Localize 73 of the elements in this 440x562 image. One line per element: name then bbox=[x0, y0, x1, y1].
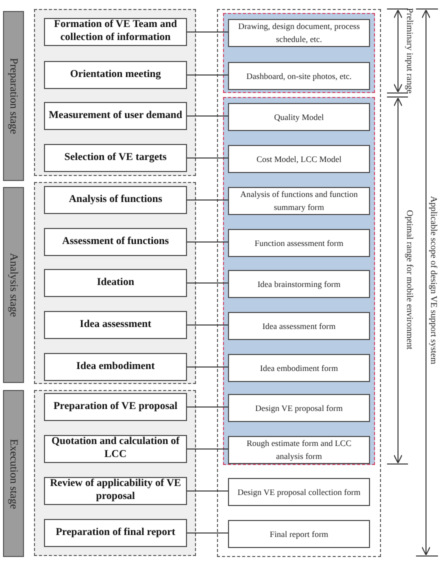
step-text: Review of applicability of VE proposal bbox=[48, 478, 182, 504]
step-text: Ideation bbox=[96, 276, 134, 290]
connector-line bbox=[186, 366, 228, 368]
connector-line bbox=[186, 324, 228, 326]
step-text: Dashboard, on-site photos, etc. bbox=[246, 70, 352, 82]
scope-panel bbox=[217, 9, 381, 557]
form-box bbox=[228, 229, 370, 257]
stage-group-panel bbox=[34, 182, 196, 384]
process-box bbox=[44, 519, 187, 547]
form-box bbox=[228, 394, 370, 422]
connector-line bbox=[186, 406, 228, 408]
input-range-panel bbox=[223, 13, 375, 93]
connector-line bbox=[186, 490, 228, 492]
stage-label: Execution stage bbox=[8, 438, 20, 508]
stage-group-panel bbox=[34, 9, 196, 176]
dimension-label: Preliminary input range bbox=[404, 8, 414, 94]
connector-line bbox=[186, 532, 228, 534]
form-box bbox=[228, 19, 370, 47]
step-text: Idea assessment bbox=[80, 318, 152, 332]
stage-label: Analysis stage bbox=[8, 253, 20, 317]
stage-label-bar bbox=[3, 187, 24, 383]
step-text: Idea embodiment form bbox=[260, 362, 338, 374]
process-box bbox=[44, 393, 187, 421]
process-box bbox=[44, 228, 187, 256]
step-text: Rough estimate form and LCC analysis form bbox=[246, 437, 352, 463]
step-text: Analysis of functions and function summary form bbox=[239, 188, 359, 214]
process-box bbox=[44, 311, 187, 339]
connector-line bbox=[186, 282, 228, 284]
stage-label-bar bbox=[3, 390, 24, 557]
process-box bbox=[44, 269, 187, 297]
step-text: Function assessment form bbox=[254, 236, 344, 250]
process-box bbox=[44, 18, 187, 46]
step-text: Preparation of VE proposal bbox=[54, 400, 178, 414]
step-text: Cost Model, LCC Model bbox=[256, 152, 342, 166]
step-text: Orientation meeting bbox=[70, 68, 161, 82]
process-box bbox=[44, 61, 187, 89]
step-text: Formation of VE Team and collection of information bbox=[53, 19, 178, 45]
connector-line bbox=[186, 74, 228, 76]
step-text: Analysis of functions bbox=[68, 194, 162, 206]
stage-group-panel bbox=[34, 390, 196, 556]
step-text: Idea assessment form bbox=[262, 320, 336, 332]
step-text: Assessment of functions bbox=[62, 236, 169, 248]
process-box bbox=[44, 102, 187, 130]
step-text: Selection of VE targets bbox=[64, 152, 167, 164]
form-box bbox=[228, 62, 370, 90]
stage-label-bar bbox=[3, 11, 24, 181]
step-text: Quotation and calculation of LCC bbox=[50, 436, 181, 462]
stage-label: Preparation stage bbox=[8, 58, 20, 134]
process-box bbox=[44, 144, 187, 172]
step-text: Preparation of final report bbox=[56, 526, 176, 540]
mobile-range-panel bbox=[223, 97, 375, 465]
dimension-label: Applicable scope of design VE support system bbox=[428, 196, 438, 364]
step-text: Design VE proposal form bbox=[255, 402, 343, 414]
process-box bbox=[44, 186, 187, 214]
process-box bbox=[44, 353, 187, 381]
form-box bbox=[228, 520, 370, 548]
dimension-label: Optimal range for mobile environment bbox=[404, 210, 414, 350]
step-text: Drawing, design document, process schedule, etc. bbox=[237, 20, 361, 46]
step-text: Idea brainstorming form bbox=[257, 278, 341, 290]
step-text: Idea embodiment bbox=[76, 360, 155, 374]
form-box bbox=[228, 478, 370, 506]
form-box bbox=[228, 354, 370, 382]
step-text: Measurement of user demand bbox=[48, 110, 182, 122]
form-box bbox=[228, 312, 370, 340]
step-text: Design VE proposal collection form bbox=[237, 486, 361, 498]
form-box bbox=[228, 187, 370, 215]
form-box bbox=[228, 436, 370, 464]
connector-line bbox=[186, 448, 228, 450]
step-text: Final report form bbox=[270, 528, 328, 540]
form-box bbox=[228, 145, 370, 173]
step-text: Quality Model bbox=[274, 110, 324, 124]
form-box bbox=[228, 270, 370, 298]
form-box bbox=[228, 103, 370, 131]
